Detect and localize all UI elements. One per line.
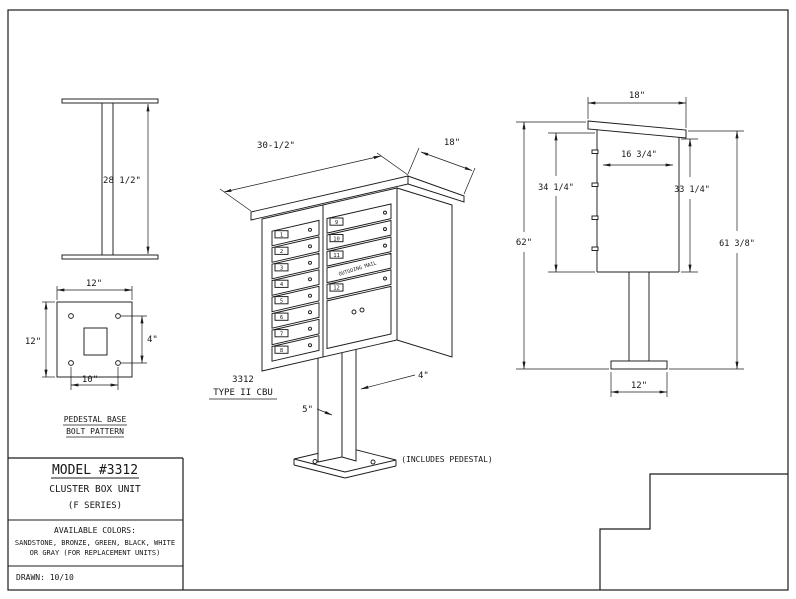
model-type-label: TYPE II CBU <box>213 388 273 398</box>
side-rear-height-dimension: 33 1/4" <box>674 138 710 273</box>
colors-line-1: SANDSTONE, BRONZE, GREEN, BLACK, WHITE <box>15 539 175 547</box>
side-total-rear-dimension: 61 3/8" <box>669 130 755 370</box>
base-height-dim: 12" <box>25 337 41 347</box>
door-7: 7 <box>271 318 320 346</box>
door-number: 5 <box>280 298 283 304</box>
door-number: 4 <box>280 282 284 288</box>
door-10: 10 <box>326 219 392 251</box>
cabinet-front-face <box>261 187 398 372</box>
post-width-dimension: 5" <box>302 405 333 416</box>
pedestal-front-view: 28 1/2" <box>61 98 159 260</box>
iso-width-dimension: 30-1/2" <box>219 141 409 212</box>
bolt-horizontal-spacing-dim: 10" <box>82 375 98 385</box>
pedestal-height-dim: 28 1/2" <box>103 176 141 186</box>
post-depth-dimension: 4" <box>360 371 429 390</box>
title-unit-name: CLUSTER BOX UNIT <box>49 484 141 495</box>
door-1: 1 <box>271 219 320 247</box>
side-total-front-label: 62" <box>516 238 532 248</box>
side-top-width-label: 18" <box>629 91 645 101</box>
door-number: 1 <box>280 233 283 239</box>
colors-line-2: OR GRAY (FOR REPLACEMENT UNITS) <box>30 549 161 557</box>
post-width-dim-label: 5" <box>302 405 313 415</box>
iso-width-dim-label: 30-1/2" <box>257 141 295 151</box>
side-base-width-dimension: 12" <box>610 372 668 397</box>
door-3: 3 <box>271 252 320 280</box>
model-number-label: 3312 <box>232 375 254 385</box>
side-total-front-dimension: 62" <box>516 121 609 370</box>
title-series: (F SERIES) <box>68 501 122 511</box>
base-width-dim: 12" <box>86 279 102 289</box>
iso-depth-dim-label: 18" <box>444 138 460 148</box>
title-block: MODEL #3312 CLUSTER BOX UNIT (F SERIES) … <box>8 457 184 590</box>
door-6: 6 <box>271 302 320 329</box>
title-model: MODEL #3312 <box>52 463 138 478</box>
door-8: 8 <box>271 335 320 362</box>
side-roof-cap <box>587 120 687 139</box>
sheet-border <box>7 9 789 591</box>
side-view: 18" 16 3/4" 34 1/4" 33 1/4" <box>516 91 755 397</box>
bolt-vertical-spacing-dim: 4" <box>147 335 158 345</box>
side-front-height-label: 34 1/4" <box>538 183 574 193</box>
door-number: 2 <box>280 249 283 255</box>
pedestal-base-bolt-pattern: 12" 12" 4" 10" PEDESTAL BASE BOLT PATTER… <box>25 279 158 438</box>
door-number: 8 <box>280 348 283 354</box>
side-total-rear-label: 61 3/8" <box>719 239 755 249</box>
door-11: 11 <box>326 236 392 267</box>
door-12: 12 <box>326 269 392 300</box>
door-2: 2 <box>271 236 320 263</box>
colors-header: AVAILABLE COLORS: <box>54 526 136 535</box>
side-inner-width-dimension: 16 3/4" <box>602 150 674 167</box>
door-number: 9 <box>335 220 338 226</box>
bolt-pattern-caption-1: PEDESTAL BASE <box>64 415 127 424</box>
door-number: 3 <box>280 266 283 272</box>
door-4: 4 <box>271 269 320 296</box>
iso-model-label: 3312 TYPE II CBU <box>209 375 277 400</box>
includes-pedestal-note: (INCLUDES PEDESTAL) <box>401 455 493 464</box>
cabinet-side-face <box>396 187 453 358</box>
revision-block-outline <box>599 473 788 590</box>
door-number: 7 <box>280 331 283 337</box>
door-5: 5 <box>271 285 320 313</box>
door-number: 10 <box>333 236 340 242</box>
door-number: 12 <box>333 286 340 292</box>
door-number: 6 <box>280 315 283 321</box>
side-rear-height-label: 33 1/4" <box>674 185 710 195</box>
door-number: 11 <box>333 253 340 259</box>
door-9: 9 <box>326 203 392 234</box>
side-front-height-dimension: 34 1/4" <box>538 132 595 273</box>
iso-depth-dimension: 18" <box>407 138 476 195</box>
pedestal-post <box>317 344 357 463</box>
side-base-width-label: 12" <box>631 381 647 391</box>
side-top-width-dimension: 18" <box>587 91 687 128</box>
post-depth-dim-label: 4" <box>418 371 429 381</box>
bolt-pattern-caption-2: BOLT PATTERN <box>66 427 124 436</box>
isometric-view: 1 2 3 4 5 6 <box>209 138 493 479</box>
drawn-date: DRAWN: 10/10 <box>16 573 74 582</box>
parcel-door <box>326 285 392 350</box>
side-inner-width-label: 16 3/4" <box>621 150 657 160</box>
